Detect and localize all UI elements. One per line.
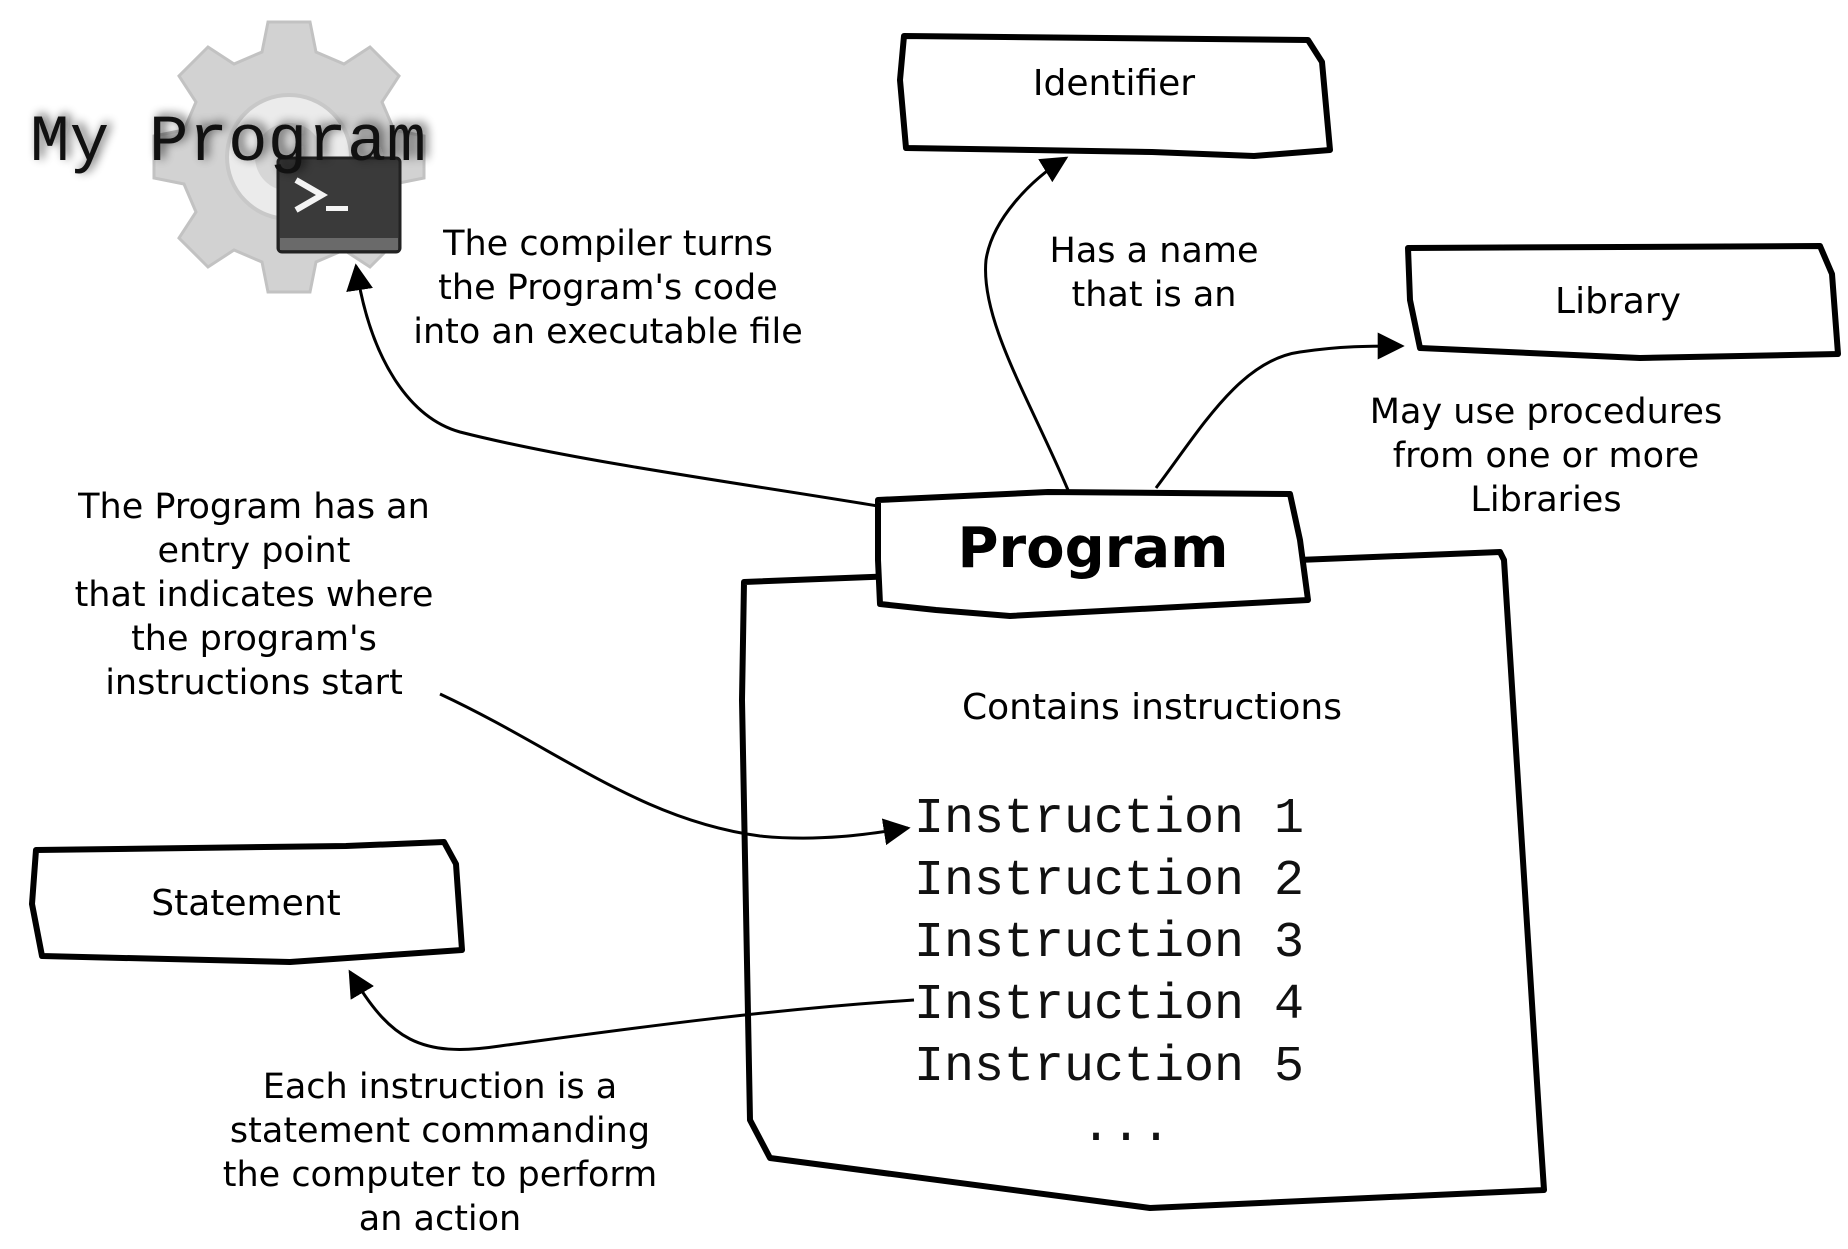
identifier-label: Identifier bbox=[1033, 63, 1195, 104]
statement-arrow bbox=[348, 969, 915, 1051]
annotation-line: Each instruction is a bbox=[263, 1067, 618, 1107]
name-annotation: Has a name that is an bbox=[1050, 231, 1259, 315]
program-container bbox=[739, 549, 1547, 1211]
annotation-line: Libraries bbox=[1470, 480, 1621, 520]
instruction-item: Instruction 4 bbox=[914, 977, 1304, 1034]
instruction-item: Instruction 2 bbox=[914, 853, 1304, 910]
title-shadow: My Program bbox=[34, 103, 430, 178]
gear-terminal-icon bbox=[152, 20, 426, 294]
annotation-line: an action bbox=[359, 1199, 522, 1239]
compiler-arrow bbox=[346, 263, 879, 508]
instruction-item: Instruction 5 bbox=[914, 1039, 1304, 1096]
instruction-item: Instruction 1 bbox=[914, 791, 1304, 848]
page-title: My Program bbox=[30, 105, 426, 180]
entry-point-annotation: The Program has an entry point that indi… bbox=[75, 487, 434, 703]
statement-box: Statement bbox=[29, 839, 465, 965]
annotation-line: from one or more bbox=[1393, 436, 1699, 476]
entry-point-arrow bbox=[439, 692, 911, 846]
annotation-line: that is an bbox=[1072, 275, 1237, 315]
library-box: Library bbox=[1405, 243, 1841, 361]
annotation-line: May use procedures bbox=[1370, 392, 1722, 432]
library-label: Library bbox=[1555, 281, 1681, 322]
statement-annotation: Each instruction is a statement commandi… bbox=[223, 1067, 658, 1239]
program-box: Program bbox=[875, 489, 1311, 619]
library-annotation: May use procedures from one or more Libr… bbox=[1370, 392, 1722, 520]
annotation-line: entry point bbox=[158, 531, 351, 571]
identifier-box: Identifier bbox=[897, 33, 1333, 159]
statement-label: Statement bbox=[151, 883, 340, 924]
terminal-icon bbox=[276, 156, 402, 254]
annotation-line: the computer to perform bbox=[223, 1155, 658, 1195]
identifier-arrow bbox=[984, 156, 1070, 491]
annotation-line: Has a name bbox=[1050, 231, 1259, 271]
compiler-annotation: The compiler turns the Program's code in… bbox=[413, 224, 803, 352]
annotation-line: the Program's code bbox=[438, 268, 778, 308]
annotation-line: into an executable file bbox=[413, 312, 803, 352]
annotation-line: The Program has an bbox=[77, 487, 430, 527]
library-arrow bbox=[1154, 332, 1405, 489]
contains-instructions-label: Contains instructions bbox=[962, 687, 1342, 728]
annotation-line: that indicates where bbox=[75, 575, 434, 615]
annotation-line: instructions start bbox=[105, 663, 403, 703]
annotation-line: the program's bbox=[131, 619, 377, 659]
instruction-ellipsis: ... bbox=[1081, 1099, 1171, 1156]
instruction-item: Instruction 3 bbox=[914, 915, 1304, 972]
program-label: Program bbox=[958, 516, 1229, 581]
annotation-line: statement commanding bbox=[230, 1111, 650, 1151]
annotation-line: The compiler turns bbox=[442, 224, 773, 264]
instruction-list: Instruction 1 Instruction 2 Instruction … bbox=[914, 791, 1304, 1156]
